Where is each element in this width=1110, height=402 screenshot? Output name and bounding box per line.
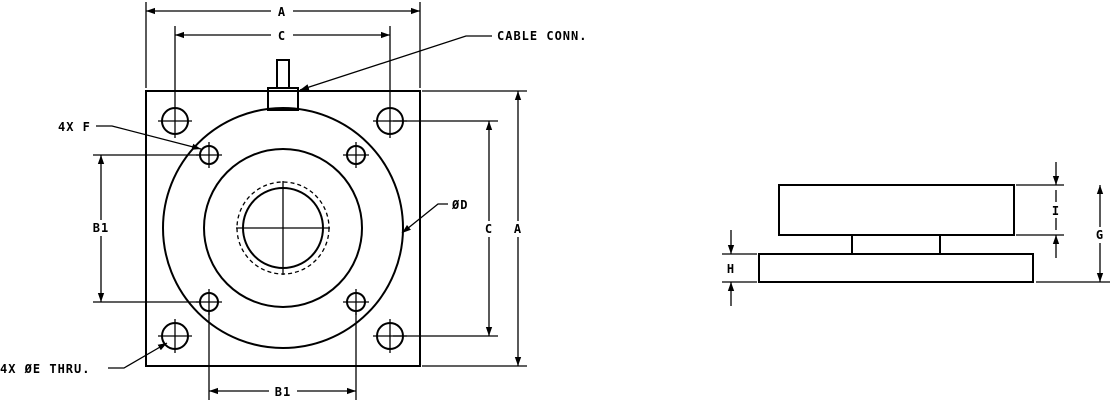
dim-b1-left-label: B1 <box>93 221 109 235</box>
four-x-f-callout: 4X F <box>58 120 202 150</box>
dim-a-top: A <box>145 2 421 88</box>
ring-hole-br <box>343 289 369 315</box>
four-x-e-callout: 4X ØE THRU. <box>0 342 168 376</box>
corner-hole-tl <box>158 104 192 138</box>
corner-hole-bl <box>158 319 192 353</box>
dim-a-top-label: A <box>278 5 286 19</box>
cable-connector-pin <box>276 59 290 89</box>
dim-b1-left: B1 <box>88 154 200 303</box>
base-plate <box>145 90 421 367</box>
dim-c-top-label: C <box>278 29 286 43</box>
dim-c-right-label: C <box>485 222 493 236</box>
inner-ring <box>203 148 363 308</box>
side-top-block <box>778 184 1015 236</box>
side-neck <box>851 234 941 255</box>
dim-g: G <box>1036 185 1110 283</box>
dim-h: H <box>722 230 757 306</box>
side-base-plate <box>758 253 1034 283</box>
four-x-f-label: 4X F <box>58 120 91 134</box>
plan-view: A C CABLE CONN. 4X F B1 <box>0 2 587 400</box>
cable-conn-callout: CABLE CONN. <box>299 29 587 91</box>
dim-a-right-label: A <box>514 222 522 236</box>
ring-hole-tr <box>343 142 369 168</box>
cable-conn-label: CABLE CONN. <box>497 29 587 43</box>
dim-b1-bottom-label: B1 <box>275 385 291 399</box>
side-view: I G H <box>722 162 1110 306</box>
dim-a-right: A <box>422 90 527 367</box>
dim-i-label: I <box>1052 204 1060 218</box>
dim-c-right: C <box>393 120 498 337</box>
four-x-e-label: 4X ØE THRU. <box>0 362 90 376</box>
dim-d-label: ØD <box>451 198 468 212</box>
dim-d-callout: ØD <box>401 198 468 234</box>
dim-g-label: G <box>1096 228 1104 242</box>
dim-b1-bottom: B1 <box>208 312 357 400</box>
dim-h-label: H <box>727 262 735 276</box>
dim-i: I <box>1016 162 1064 258</box>
dim-c-top: C <box>174 26 391 104</box>
